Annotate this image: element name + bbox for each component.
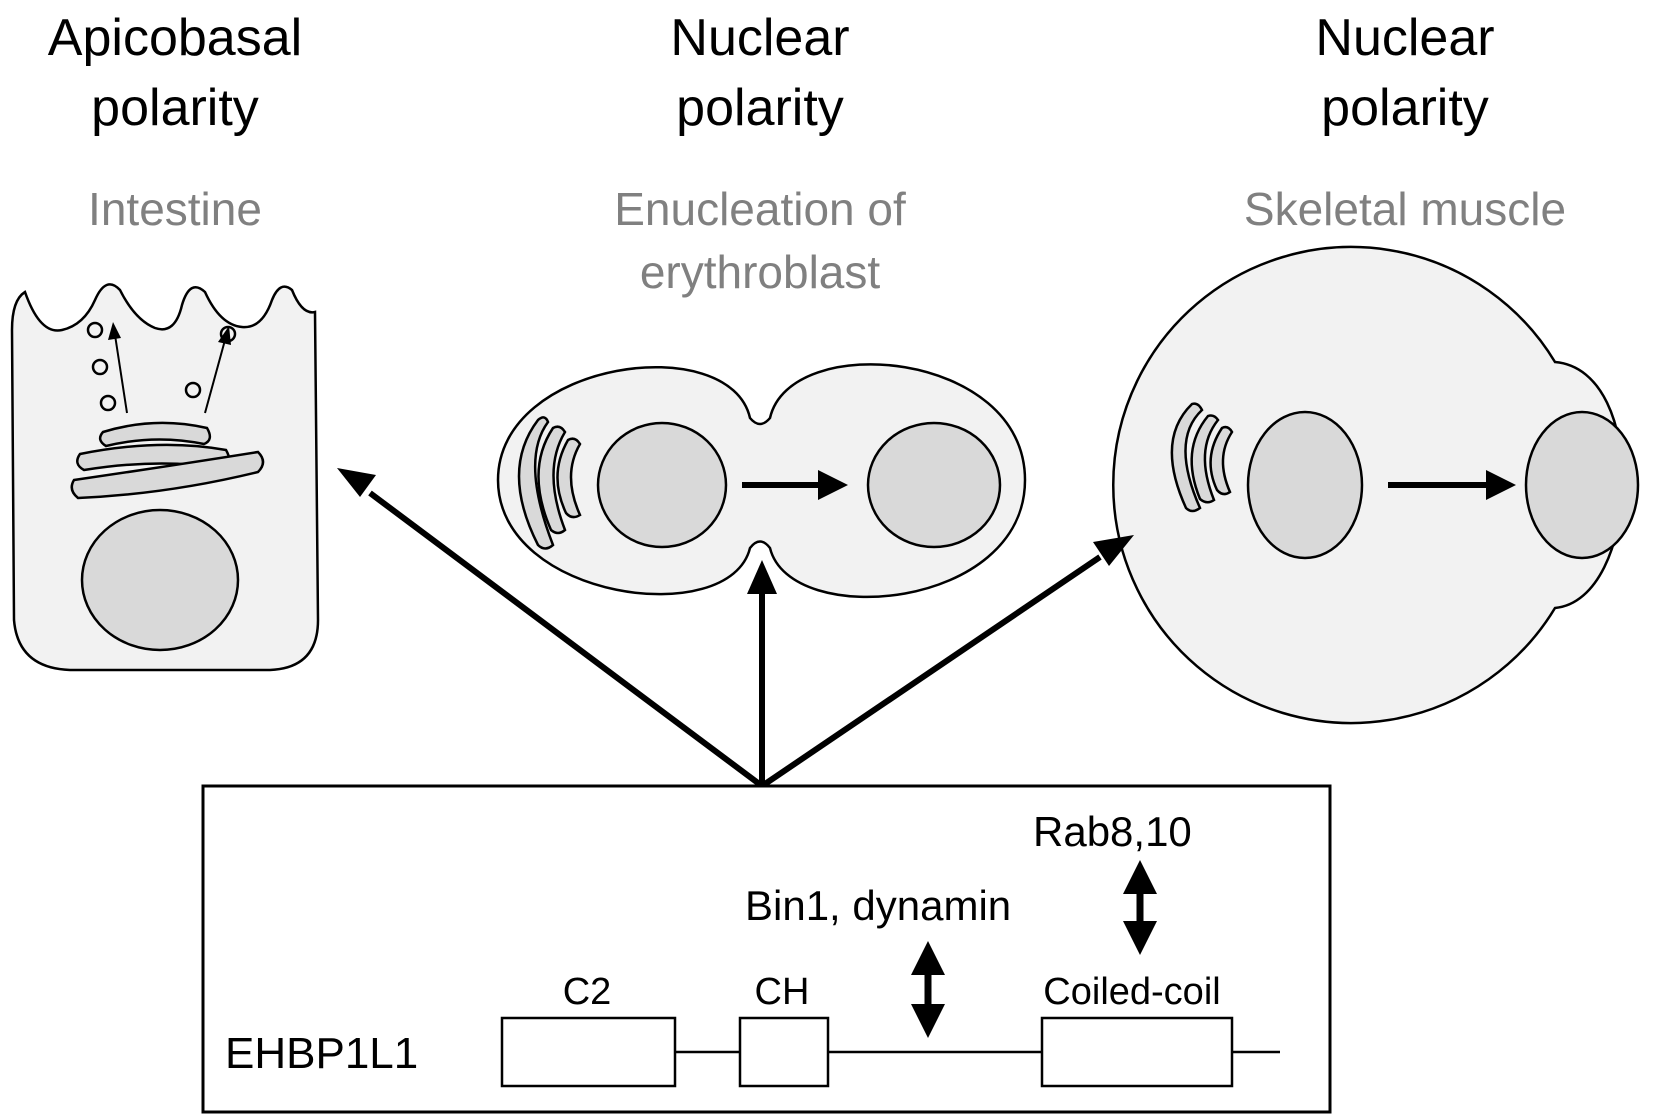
interactor-rab: Rab8,10 [1033, 808, 1192, 855]
bin1-binding-arrow-down [911, 1004, 945, 1038]
vesicle [91, 358, 109, 376]
interactor-bin1-dynamin: Bin1, dynamin [745, 882, 1011, 929]
arrow-to-muscle [760, 554, 1102, 789]
golgi-stack [517, 416, 555, 550]
domain-label-c2: C2 [563, 971, 612, 1013]
vesicle [184, 381, 202, 399]
protein-domain-panel: Rab8,10 Bin1, dynamin C2 CH Coiled-coil … [201, 784, 1332, 1114]
intestinal-cell-illustration [10, 283, 320, 672]
protein-name: EHBP1L1 [225, 1029, 418, 1078]
golgi-stack [1209, 425, 1234, 496]
nucleus [80, 508, 240, 652]
heading-nuclear-erythroblast-line1: Nuclear [670, 9, 849, 67]
heading-apicobasal-line2: polarity [91, 79, 259, 137]
heading-nuclear-muscle-line2: polarity [1321, 79, 1489, 137]
domain-box-ch [738, 1016, 830, 1088]
transport-arrow-head [218, 326, 231, 345]
skeletal-muscle-illustration [1112, 245, 1640, 725]
heading-nuclear-erythroblast-line2: polarity [676, 79, 844, 137]
transport-arrow [114, 334, 128, 414]
golgi-stack [1190, 414, 1220, 504]
transport-arrow-head [108, 322, 121, 340]
arrow-to-muscle-head [1093, 535, 1134, 566]
golgi-stack [537, 425, 567, 535]
nucleus-extruded [866, 421, 1002, 549]
arrow-to-intestine-head [337, 468, 376, 497]
bin1-binding-arrow-up [911, 941, 945, 975]
nucleus-origin [1246, 410, 1364, 560]
nucleus-destination [1524, 410, 1640, 560]
golgi-stack [556, 437, 582, 519]
rab-binding-arrow-down [1123, 921, 1157, 955]
subtitle-skeletal-muscle: Skeletal muscle [1244, 183, 1566, 235]
nuclear-movement-arrow-head [1486, 470, 1516, 500]
enucleation-arrow-head [818, 470, 848, 500]
domain-label-coiled-coil: Coiled-coil [1043, 971, 1220, 1013]
subtitle-intestine: Intestine [88, 183, 262, 235]
arrow-to-intestine [368, 490, 764, 789]
erythroblast-illustration [496, 363, 1027, 599]
golgi-cisterna [70, 450, 265, 500]
subtitle-enucleation-line2: erythroblast [640, 246, 881, 298]
function-arrows [337, 468, 1134, 789]
domain-box-coiled-coil [1040, 1016, 1234, 1088]
transport-arrow [204, 339, 226, 414]
subtitle-enucleation-line1: Enucleation of [614, 183, 906, 235]
vesicle [86, 321, 104, 339]
vesicle [99, 394, 117, 412]
rab-binding-arrow-up [1123, 860, 1157, 894]
golgi-cisterna [98, 421, 212, 448]
nucleus-origin [596, 421, 728, 549]
golgi-stack [1170, 402, 1204, 513]
heading-apicobasal-line1: Apicobasal [48, 9, 302, 67]
heading-nuclear-muscle-line1: Nuclear [1315, 9, 1494, 67]
domain-box-c2 [500, 1016, 677, 1088]
muscle-cell-body [1112, 245, 1624, 725]
domain-label-ch: CH [755, 971, 810, 1013]
arrow-to-erythroblast-head [747, 560, 777, 594]
